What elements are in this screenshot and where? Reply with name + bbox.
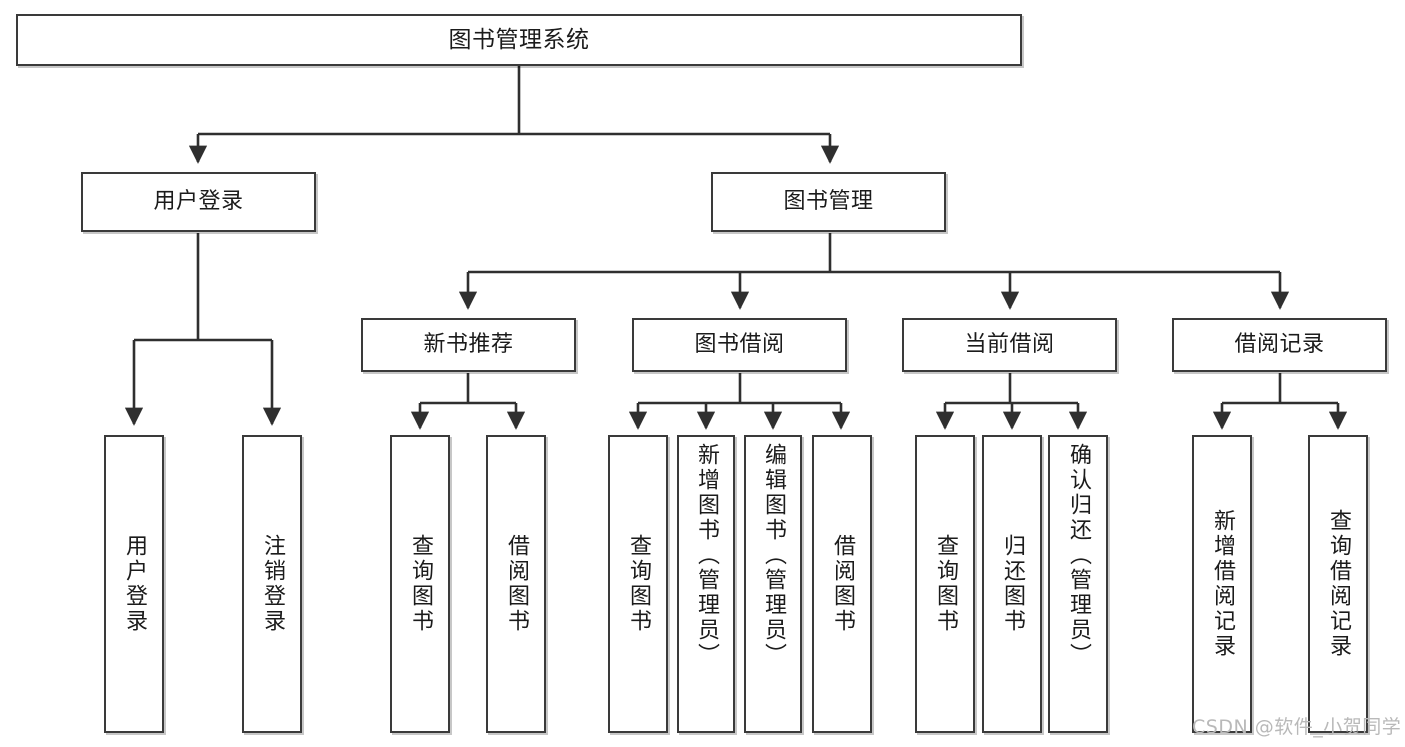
leaf-confirm-return-admin[interactable]: 确认归还（管理员）	[1048, 435, 1108, 733]
leaf-add-book-admin[interactable]: 新增图书（管理员）	[677, 435, 735, 733]
csdn-watermark: CSDN @软件_小贺同学	[1192, 716, 1402, 738]
leaf-user-logout[interactable]: 注销登录	[242, 435, 302, 733]
node-borrow-record[interactable]: 借阅记录	[1172, 318, 1387, 372]
node-current-borrow-label: 当前借阅	[964, 332, 1055, 358]
leaf-borrow-query-book[interactable]: 查询图书	[608, 435, 668, 733]
node-root-label: 图书管理系统	[448, 26, 590, 53]
leaf-confirm-return-admin-label: 确认归还（管理员）	[1066, 443, 1091, 668]
leaf-add-borrow-record[interactable]: 新增借阅记录	[1192, 435, 1252, 733]
node-root[interactable]: 图书管理系统	[16, 14, 1022, 66]
leaf-new-book-query[interactable]: 查询图书	[390, 435, 450, 733]
leaf-new-book-borrow[interactable]: 借阅图书	[486, 435, 546, 733]
leaf-add-borrow-record-label: 新增借阅记录	[1210, 509, 1235, 659]
leaf-current-query-book[interactable]: 查询图书	[915, 435, 975, 733]
leaf-user-login-label: 用户登录	[122, 534, 147, 634]
node-borrow-record-label: 借阅记录	[1234, 332, 1325, 358]
leaf-current-query-book-label: 查询图书	[933, 534, 958, 634]
node-book-management[interactable]: 图书管理	[711, 172, 946, 232]
leaf-edit-book-admin[interactable]: 编辑图书（管理员）	[744, 435, 802, 733]
leaf-borrow-query-book-label: 查询图书	[626, 534, 651, 634]
node-current-borrow[interactable]: 当前借阅	[902, 318, 1117, 372]
leaf-borrow-book-label: 借阅图书	[830, 534, 855, 634]
node-user-login-label: 用户登录	[153, 189, 244, 215]
leaf-user-login[interactable]: 用户登录	[104, 435, 164, 733]
leaf-query-borrow-record-label: 查询借阅记录	[1326, 509, 1351, 659]
leaf-edit-book-admin-label: 编辑图书（管理员）	[761, 443, 786, 668]
node-book-management-label: 图书管理	[783, 189, 874, 215]
leaf-return-book[interactable]: 归还图书	[982, 435, 1042, 733]
node-new-book-recommendation[interactable]: 新书推荐	[361, 318, 576, 372]
node-user-login[interactable]: 用户登录	[81, 172, 316, 232]
node-book-borrow[interactable]: 图书借阅	[632, 318, 847, 372]
leaf-add-book-admin-label: 新增图书（管理员）	[694, 443, 719, 668]
node-book-borrow-label: 图书借阅	[694, 332, 785, 358]
node-new-book-recommendation-label: 新书推荐	[423, 332, 514, 358]
leaf-new-book-query-label: 查询图书	[408, 534, 433, 634]
leaf-borrow-book[interactable]: 借阅图书	[812, 435, 872, 733]
leaf-user-logout-label: 注销登录	[260, 534, 285, 634]
leaf-return-book-label: 归还图书	[1000, 534, 1025, 634]
leaf-new-book-borrow-label: 借阅图书	[504, 534, 529, 634]
leaf-query-borrow-record[interactable]: 查询借阅记录	[1308, 435, 1368, 733]
